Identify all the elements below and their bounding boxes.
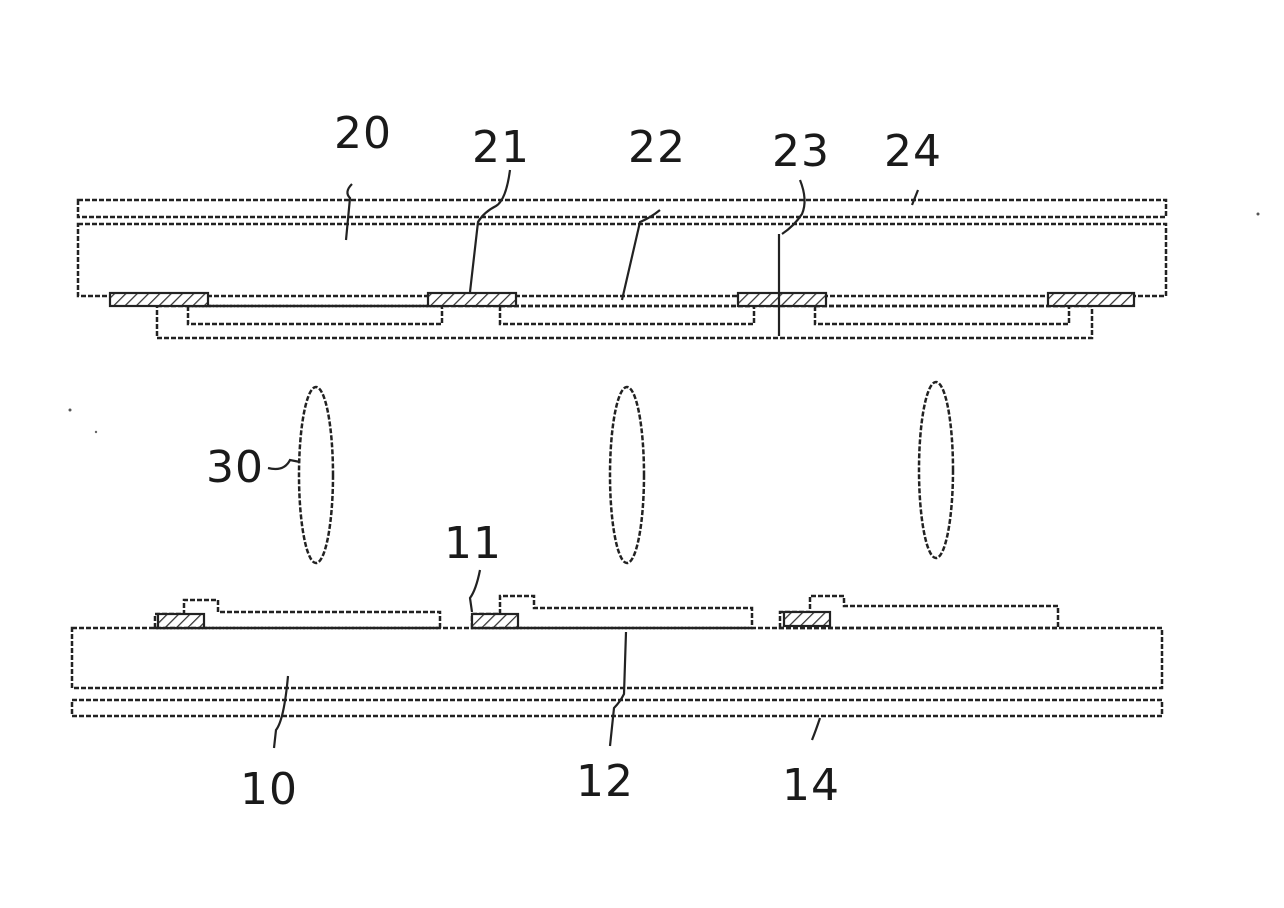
label-12: 12 [576,756,634,807]
lower-pad-3 [784,612,830,626]
upper-substrate-assembly [78,200,1166,338]
layer-10-substrate [72,628,1162,688]
reference-numerals: 20 21 22 23 24 30 11 10 12 14 [206,108,942,815]
label-10: 10 [240,764,298,815]
label-30: 30 [206,442,264,493]
lc-molecule-3 [919,382,953,558]
leader-23 [782,180,805,234]
speck-3 [95,431,97,433]
speck-2 [69,409,72,412]
label-20: 20 [334,108,392,159]
upper-bottom-film [157,306,1092,338]
leader-20 [346,184,352,240]
leader-lines [268,170,918,748]
leader-30 [268,460,300,469]
layer-14-film [72,700,1162,716]
upper-electrode-1 [188,306,442,324]
leader-11 [470,570,480,612]
speck-1 [1257,213,1260,216]
lower-pad-1 [158,614,204,628]
label-22: 22 [628,122,686,173]
label-21: 21 [472,122,530,173]
lc-molecule-2 [610,387,644,563]
label-23: 23 [772,126,830,177]
leader-21 [470,170,510,292]
liquid-crystal-layer [299,382,953,563]
upper-pad-1 [110,293,208,306]
lc-molecule-1 [299,387,333,563]
leader-24 [912,190,918,205]
layer-20-substrate [78,224,1166,296]
upper-electrode-2 [500,306,754,324]
upper-electrode-3 [815,306,1069,324]
leader-14 [812,718,820,740]
upper-pad-3 [738,293,826,306]
lower-substrate-assembly [72,596,1162,716]
label-11: 11 [444,518,502,569]
upper-pad-2 [428,293,516,306]
label-24: 24 [884,126,942,177]
layer-24-film [78,200,1166,217]
upper-pad-4 [1048,293,1134,306]
lower-pad-2 [472,614,518,628]
label-14: 14 [782,760,840,811]
